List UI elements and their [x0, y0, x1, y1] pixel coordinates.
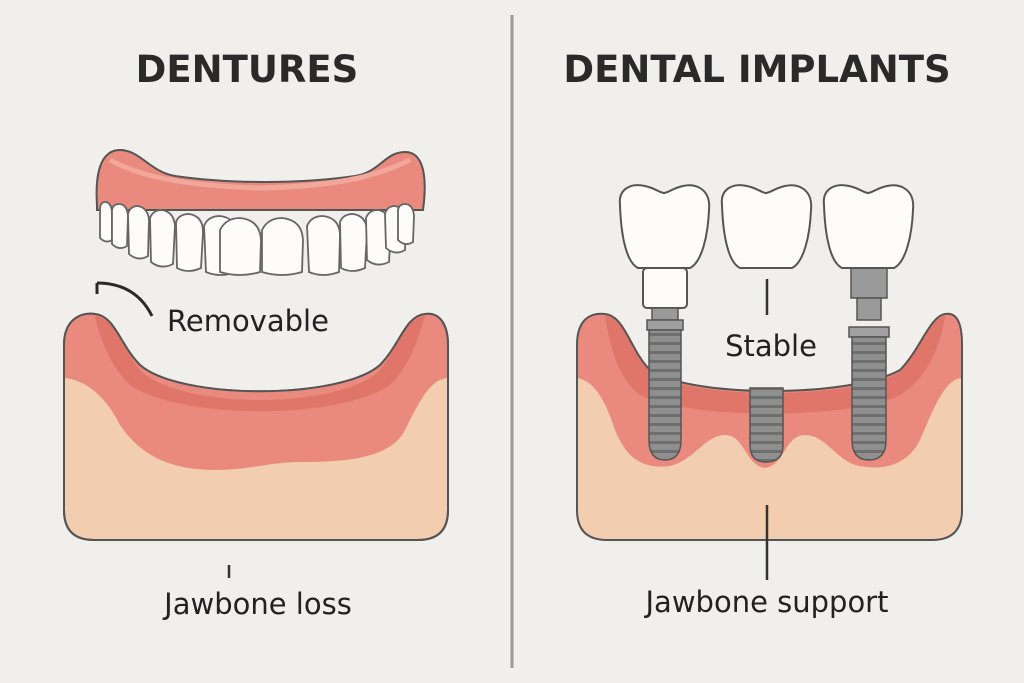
stable-label: Stable: [725, 329, 817, 363]
jawbone-support-label: Jawbone support: [644, 585, 889, 619]
crown-middle: [720, 184, 813, 269]
crown-right: [822, 184, 915, 269]
dentures-title: DENTURES: [136, 48, 359, 91]
implants-title: DENTAL IMPLANTS: [563, 48, 950, 91]
crown-left: [618, 184, 711, 269]
upper-denture: [95, 148, 426, 276]
implants-panel: DENTAL IMPLANTS: [563, 48, 963, 619]
jawbone-loss-label: Jawbone loss: [162, 587, 352, 621]
implant-left: [642, 267, 688, 461]
dentures-panel: DENTURES Removable: [63, 48, 449, 621]
implant-right: [848, 267, 890, 461]
lower-jaw-dentures: [63, 312, 449, 541]
removable-arrow: [96, 281, 154, 317]
implant-crowns: [618, 184, 915, 269]
denture-teeth: [99, 201, 415, 276]
implant-middle: [749, 387, 784, 463]
removable-label: Removable: [167, 304, 329, 338]
